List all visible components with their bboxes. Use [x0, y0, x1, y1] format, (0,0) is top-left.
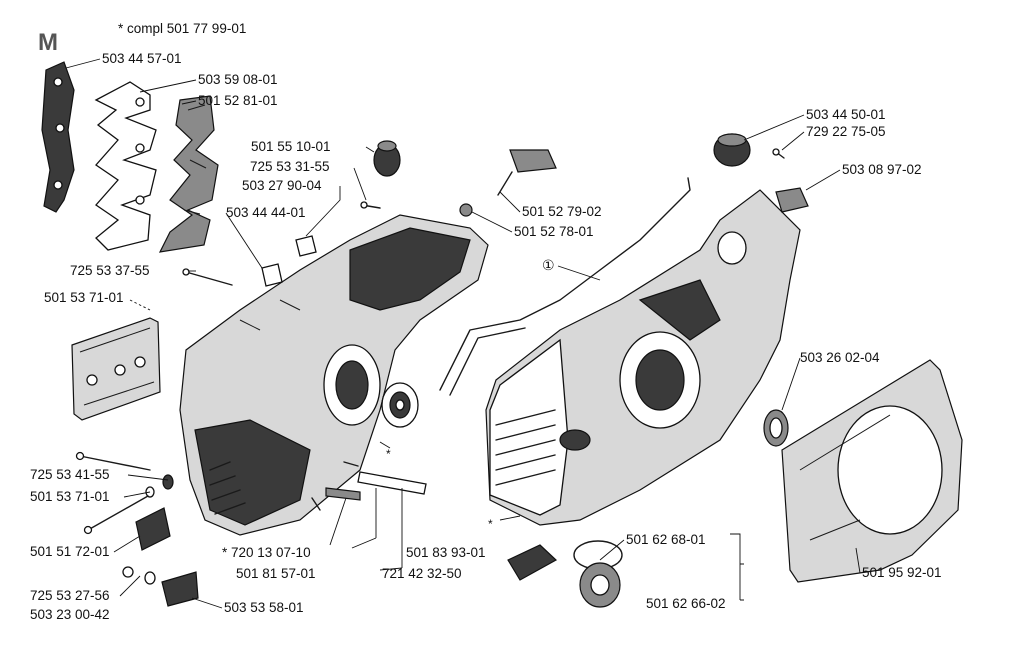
pin-part-2 — [311, 497, 321, 511]
cover-plate-part — [71, 317, 161, 421]
cap-gasket-part — [507, 540, 623, 608]
part-label: 501 62 68-01 — [626, 532, 706, 547]
part-label: 503 44 57-01 — [102, 51, 182, 66]
switch-part — [497, 149, 557, 196]
part-label: 503 44 50-01 — [806, 107, 886, 122]
part-label: 503 08 97-02 — [842, 162, 922, 177]
block-part — [161, 571, 199, 607]
part-label: 725 53 31-55 — [250, 159, 330, 174]
part-label: 725 53 41-55 — [30, 467, 110, 482]
callout-circle: ① — [542, 258, 555, 274]
part-label: 501 53 71-01 — [44, 290, 124, 305]
bolt-part-2 — [83, 495, 149, 535]
shaft-part — [343, 461, 427, 495]
plug-part-1 — [295, 235, 317, 257]
pin-part-1 — [325, 487, 361, 501]
part-label: 503 44 44-01 — [226, 205, 306, 220]
part-label: 503 27 90-04 — [242, 178, 322, 193]
part-label: 501 52 81-01 — [198, 93, 278, 108]
part-label: 501 52 78-01 — [514, 224, 594, 239]
crankcase-right-part — [485, 189, 801, 526]
spike-bumper-part — [94, 81, 157, 251]
plug-part-2 — [261, 263, 283, 287]
part-label: 721 42 32-50 — [382, 566, 462, 581]
callout-star-1: * — [386, 447, 391, 461]
part-label: 501 55 10-01 — [251, 139, 331, 154]
spike-bumper-2-part — [158, 95, 219, 253]
cap-part-2 — [713, 133, 751, 167]
part-label: 501 81 57-01 — [236, 566, 316, 581]
cap-part-1 — [373, 140, 401, 177]
gasket-part — [439, 177, 691, 396]
part-label: 725 53 37-55 — [70, 263, 150, 278]
part-label: 501 51 72-01 — [30, 544, 110, 559]
part-label: 503 26 02-04 — [800, 350, 880, 365]
leader-lines — [65, 58, 861, 609]
crankcase-left-part — [179, 214, 489, 536]
part-label: 725 53 27-56 — [30, 588, 110, 603]
part-label: 503 53 58-01 — [224, 600, 304, 615]
washer-part — [145, 474, 174, 498]
part-labels: 503 44 57-01 503 59 08-01 501 52 81-01 5… — [30, 51, 942, 622]
seal-ring-part — [763, 409, 789, 447]
guard-plate-part — [41, 61, 75, 213]
part-label: 501 53 71-01 — [30, 489, 110, 504]
part-label: 503 23 00-42 — [30, 607, 110, 622]
bolt-part-1 — [75, 451, 151, 471]
part-label: 501 62 66-02 — [646, 596, 726, 611]
long-screw-part — [182, 268, 233, 286]
side-cover-part — [781, 359, 963, 583]
bracket-part — [775, 187, 809, 213]
part-label: 503 59 08-01 — [198, 72, 278, 87]
part-label: 501 52 79-02 — [522, 204, 602, 219]
header-note: * compl 501 77 99-01 — [118, 21, 246, 36]
screw-part-1 — [360, 201, 381, 209]
part-label: 501 95 92-01 — [862, 565, 942, 580]
nut-part — [459, 203, 473, 217]
part-label: 501 83 93-01 — [406, 545, 486, 560]
section-letter: M — [38, 29, 58, 56]
plate-part-small — [135, 507, 171, 551]
screw-part-3 — [122, 566, 156, 585]
part-label: * 720 13 07-10 — [222, 545, 311, 560]
callout-star-2: * — [488, 517, 493, 531]
screw-part-2 — [772, 148, 785, 159]
part-label: 729 22 75-05 — [806, 124, 886, 139]
